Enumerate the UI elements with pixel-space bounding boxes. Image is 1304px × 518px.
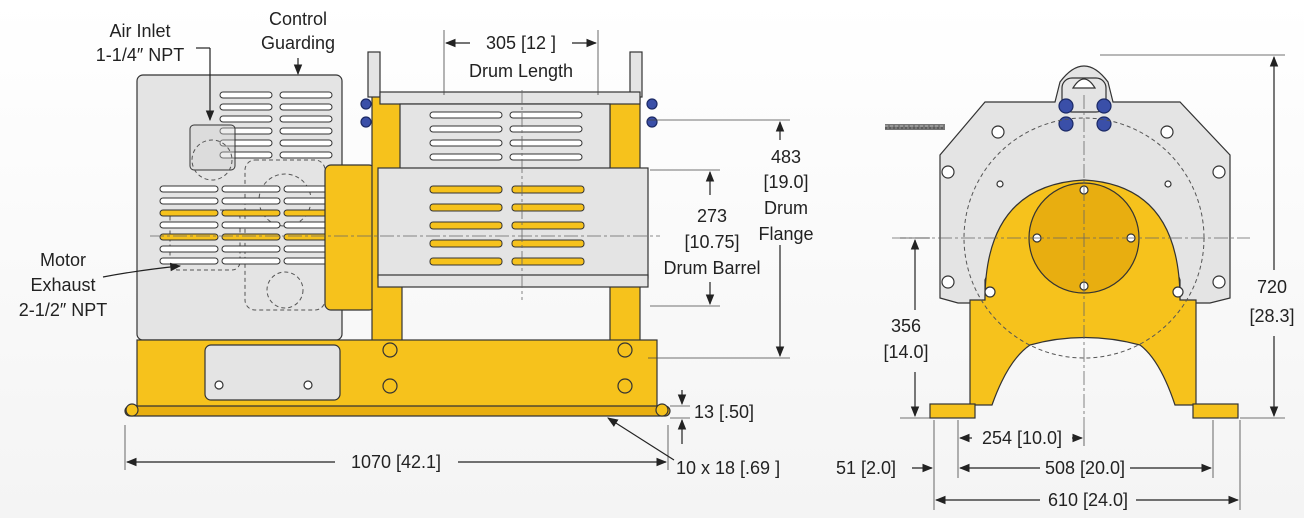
drum-flange-label: Drum <box>764 198 808 218</box>
gearbox-housing <box>324 164 376 311</box>
drum-flange-label-2: Flange <box>758 224 813 244</box>
lower-louvers <box>159 185 333 265</box>
side-view <box>124 51 671 417</box>
edge-offset: 51 [2.0] <box>836 458 896 478</box>
drum-barrel-inch: [10.75] <box>684 232 739 252</box>
overall-width: 610 [24.0] <box>1048 490 1128 510</box>
center-height-value: 356 <box>891 316 921 336</box>
drum-slots <box>429 111 585 266</box>
hole-spacing-inner: 254 [10.0] <box>982 428 1062 448</box>
drum-barrel-value: 273 <box>697 206 727 226</box>
air-inlet-label: Air Inlet <box>109 21 170 41</box>
overall-height-inch: [28.3] <box>1249 306 1294 326</box>
center-height-inch: [14.0] <box>883 342 928 362</box>
dimension-lines <box>102 30 1285 510</box>
drum-flange-inch: [19.0] <box>763 172 808 192</box>
front-view <box>885 65 1250 430</box>
wire-rope <box>885 124 945 130</box>
hole-spacing-outer: 508 [20.0] <box>1045 458 1125 478</box>
overall-height-value: 720 <box>1257 277 1287 297</box>
overall-length: 1070 [42.1] <box>351 452 441 472</box>
motor-exhaust-label: Motor <box>40 250 86 270</box>
drum-barrel-label: Drum Barrel <box>663 258 760 278</box>
air-inlet-size: 1-1/4″ NPT <box>96 45 184 65</box>
mount-holes: 10 x 18 [.69 ] <box>676 458 780 478</box>
control-guarding-label-2: Guarding <box>261 33 335 53</box>
control-guarding-label: Control <box>269 9 327 29</box>
motor-exhaust-label-2: Exhaust <box>30 275 95 295</box>
labels: Air Inlet 1-1/4″ NPT Control Guarding Mo… <box>19 9 1295 510</box>
drum-length-value: 305 [12 ] <box>486 33 556 53</box>
drum-length-label: Drum Length <box>469 61 573 81</box>
motor-exhaust-size: 2-1/2″ NPT <box>19 300 107 320</box>
drum-flange-value: 483 <box>771 147 801 167</box>
base-thickness: 13 [.50] <box>694 402 754 422</box>
control-guarding <box>136 74 343 341</box>
drum-flange-top <box>379 91 641 105</box>
guard-louvers <box>219 91 333 159</box>
